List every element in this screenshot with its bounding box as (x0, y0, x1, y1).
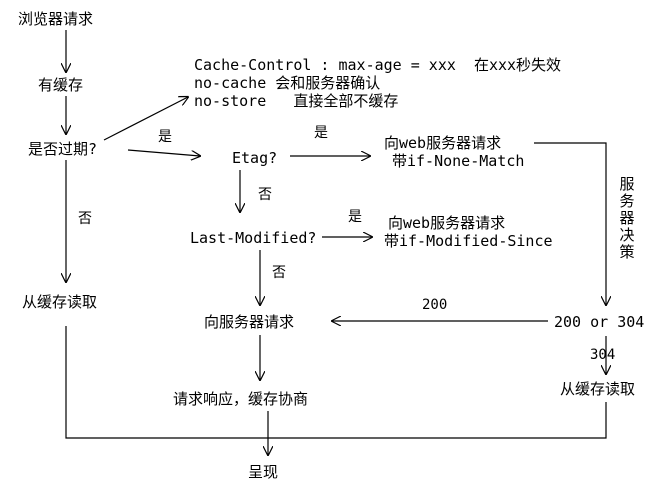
edge-label-yes-expired: 是 (158, 129, 172, 145)
node-browser-request: 浏览器请求 (18, 10, 94, 28)
node-has-cache: 有缓存 (38, 76, 84, 94)
edge-label-yes-lm: 是 (348, 209, 362, 225)
edge-expired-yes (127, 149, 200, 156)
node-etag: Etag? (232, 149, 278, 167)
node-read-cache-left: 从缓存读取 (22, 293, 98, 311)
node-last-modified: Last-Modified? (190, 229, 317, 247)
edge-label-no-etag: 否 (258, 187, 272, 203)
edge-label-200: 200 (422, 297, 448, 313)
edge-merge (65, 326, 607, 439)
edge-server-etag-decision (534, 142, 606, 305)
cache-control-line-2: no-cache 会和服务器确认 (194, 74, 381, 92)
edge-label-no-expired: 否 (78, 211, 92, 227)
node-is-expired: 是否过期? (28, 140, 98, 158)
cache-control-line-1: Cache-Control : max-age = xxx 在xxx秒失效 (194, 56, 562, 74)
node-status-200-304: 200 or 304 (554, 313, 645, 331)
node-server-etag-2: 带if-None-Match (392, 152, 525, 170)
edge-label-304: 304 (590, 347, 616, 363)
cache-control-line-3: no-store 直接全部不缓存 (194, 92, 399, 110)
node-read-cache-right: 从缓存读取 (560, 380, 636, 398)
edge-label-yes-etag: 是 (314, 125, 328, 141)
node-server-decides: 服务器决策 (619, 175, 635, 261)
node-present: 呈现 (248, 463, 279, 481)
edge-label-no-lm: 否 (272, 265, 286, 281)
node-request-server: 向服务器请求 (204, 313, 295, 331)
node-server-lm-1: 向web服务器请求 (388, 214, 506, 232)
node-server-lm-2: 带if-Modified-Since (384, 232, 553, 250)
edge-expired-to-note (103, 97, 188, 141)
node-response: 请求响应，缓存协商 (173, 390, 309, 408)
node-server-etag-1: 向web服务器请求 (384, 134, 502, 152)
